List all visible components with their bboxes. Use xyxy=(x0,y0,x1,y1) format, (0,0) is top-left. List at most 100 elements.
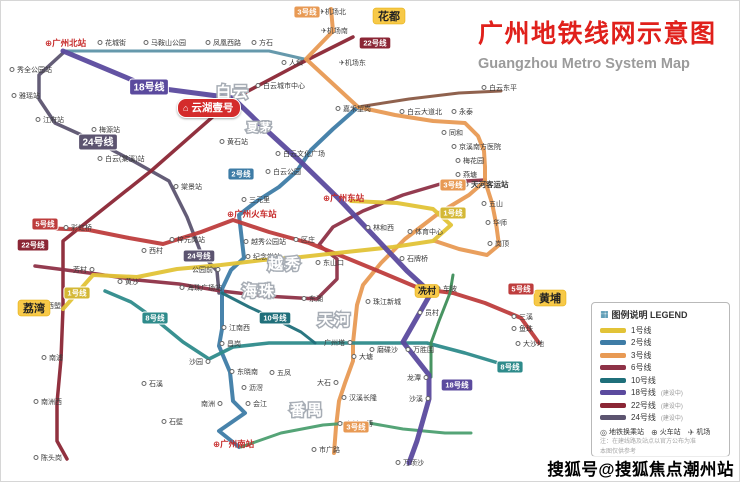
district-badge-label: 花都 xyxy=(378,9,400,23)
legend-line-swatch xyxy=(600,327,626,333)
line-number-badge xyxy=(182,249,216,263)
station-dot xyxy=(97,40,103,45)
metro-line-3号线 xyxy=(304,7,487,455)
district-badge xyxy=(17,299,51,317)
station-dot xyxy=(407,229,413,234)
station-dot xyxy=(395,460,401,465)
station-label: 大沙地 xyxy=(523,339,544,348)
station-dot xyxy=(265,169,271,174)
station-label: 海珠广场站 xyxy=(187,283,222,292)
legend-item: 18号线(建设中) xyxy=(600,387,721,400)
station-label: 三溪 xyxy=(519,312,533,321)
station-label: 东晓南 xyxy=(237,367,258,376)
station-dot xyxy=(511,326,517,331)
station-dot xyxy=(425,396,431,401)
legend-line-swatch xyxy=(600,365,626,371)
station-dot xyxy=(301,296,307,301)
district-badge-label: 冼村 xyxy=(418,285,436,296)
airport-station-label: ✈机场南 xyxy=(321,26,348,35)
line-number-badge-label: 18号线 xyxy=(445,380,469,390)
station-dot xyxy=(481,85,487,90)
line-number-badge-label: 22号线 xyxy=(21,240,45,250)
station-dot xyxy=(9,67,15,72)
station-dot xyxy=(451,144,457,149)
station-label: 会江 xyxy=(253,399,267,408)
line-number-badge-label: 1号线 xyxy=(67,288,87,298)
district-badge xyxy=(372,7,406,25)
station-label: 石壁 xyxy=(169,417,183,426)
station-label: 龙潭 xyxy=(407,373,421,382)
station-label: 白云大道北 xyxy=(407,107,442,116)
district-label: 夏茅 xyxy=(247,120,273,134)
line-number-badge xyxy=(227,167,255,181)
line-number-badge-label: 10号线 xyxy=(263,313,287,323)
legend-line-label: 6号线 xyxy=(631,363,652,373)
station-dot xyxy=(91,127,97,132)
legend-symbol-label: 机场 xyxy=(696,429,711,436)
station-dot xyxy=(399,256,405,261)
station-label: 芳村 xyxy=(73,265,87,274)
station-label: 白云文化广场 xyxy=(283,149,325,158)
station-label: 石溪 xyxy=(149,379,163,388)
legend-line-label: 1号线 xyxy=(631,325,652,335)
station-dot xyxy=(241,197,247,202)
station-label: 南洲西 xyxy=(41,397,62,406)
station-dot xyxy=(169,237,175,242)
station-dot xyxy=(417,310,423,315)
station-label: 同和 xyxy=(449,128,463,137)
railway-station-label: ⊕广州南站 xyxy=(213,439,255,449)
station-label: 白云东平 xyxy=(489,83,517,92)
station-dot xyxy=(405,347,411,352)
station-label: 凤凰西路 xyxy=(213,38,241,47)
line-number-badge-label: 18号线 xyxy=(133,81,164,94)
station-label: 沙溪 xyxy=(409,394,423,403)
line-number-badge-label: 3号线 xyxy=(443,180,463,190)
legend-item: 24号线(建设中) xyxy=(600,412,721,425)
legend-line-swatch xyxy=(600,402,626,408)
station-label: 广州塔 xyxy=(324,338,345,347)
station-label: 员村 xyxy=(425,308,439,317)
legend-symbol-label: 地铁换乘站 xyxy=(608,429,644,436)
legend-header: ▦ 图例说明 LEGEND xyxy=(600,308,721,321)
station-label: 大塘 xyxy=(359,352,373,361)
station-label: 西塱 xyxy=(47,301,61,310)
station-dot xyxy=(97,156,103,161)
railway-station-label: ⊕广州东站 xyxy=(323,193,365,203)
station-label: 东山口 xyxy=(323,258,344,267)
legend-icon: ▦ xyxy=(600,309,609,319)
watermark: 搜狐号@搜狐焦点潮州站 xyxy=(545,456,736,480)
map-title: 广州地铁线网示意图 xyxy=(478,20,717,48)
station-label: 南洲 xyxy=(201,399,215,408)
station-label: 马鞍山公园 xyxy=(151,38,186,47)
line-number-badge xyxy=(507,282,535,296)
station-dot xyxy=(41,355,47,360)
station-label: 五山 xyxy=(489,199,503,208)
station-label: 秀全公园站 xyxy=(17,65,52,74)
legend-title: 图例说明 LEGEND xyxy=(611,310,688,320)
station-dot xyxy=(365,299,371,304)
home-icon: ⌂ xyxy=(183,102,189,113)
station-label: 京溪南方医院 xyxy=(459,142,501,151)
station-dot xyxy=(441,130,447,135)
legend-line-label: 10号线 xyxy=(631,375,656,385)
station-label: 鱼珠 xyxy=(519,324,533,333)
station-label: 方石 xyxy=(259,38,273,47)
legend-item: 22号线(建设中) xyxy=(600,399,721,412)
line-number-badge-label: 8号线 xyxy=(500,362,520,372)
station-label: 梅花园 xyxy=(463,156,484,165)
station-label: 汉溪长隆 xyxy=(349,393,377,402)
station-dot xyxy=(423,375,429,380)
station-dot xyxy=(219,341,225,346)
station-label: 万胜围 xyxy=(413,345,434,354)
station-label: 万顷沙 xyxy=(403,459,424,467)
line-number-badge-label: 8号线 xyxy=(145,313,165,323)
station-dot xyxy=(281,60,287,65)
station-label: 白云公园 xyxy=(273,167,301,176)
station-dot xyxy=(347,340,353,345)
station-label: 梅源站 xyxy=(99,125,120,134)
station-dot xyxy=(11,93,17,98)
station-label: 永泰 xyxy=(459,107,473,116)
station-label: 白云城市中心 xyxy=(263,81,305,90)
station-dot xyxy=(369,347,375,352)
